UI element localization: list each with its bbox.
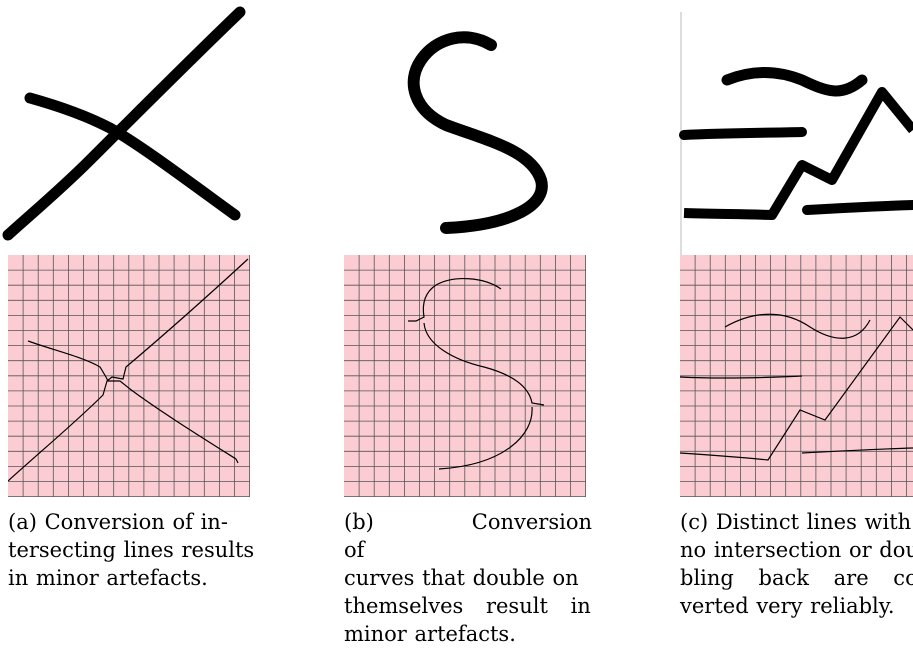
- drawn-stroke: [721, 67, 868, 97]
- converted-stroke: [423, 322, 545, 406]
- caption-line: tersecting lines results: [8, 538, 255, 562]
- caption-line: in minor artefacts.: [8, 566, 208, 590]
- converted-stroke: [438, 406, 533, 470]
- figure-panel-a: (a) Conversion of in- tersecting lines r…: [0, 0, 260, 625]
- drawn-sketch-s: [407, 31, 548, 234]
- converted-stroke: [408, 278, 502, 322]
- drawn-stroke: [679, 127, 807, 140]
- drawn-stroke: [24, 92, 241, 221]
- caption-line: (b) Conversion of: [344, 510, 592, 562]
- converted-stroke: [724, 313, 871, 339]
- caption-a: (a) Conversion of in- tersecting lines r…: [8, 508, 256, 592]
- converted-stroke: [680, 375, 803, 379]
- converted-grid-x: [8, 255, 250, 497]
- converted-stroke: [680, 316, 913, 461]
- caption-b: (b) Conversion of curves that double on …: [344, 508, 592, 648]
- converted-stroke: [801, 447, 913, 454]
- caption-c: (c) Distinct lines with no intersection …: [680, 508, 913, 620]
- converted-grid-s: [344, 255, 586, 497]
- converted-stroke: [8, 258, 249, 482]
- drawn-stroke: [2, 6, 246, 241]
- caption-line: curves that double on: [344, 566, 579, 590]
- drawn-sketch-x: [2, 6, 246, 241]
- drawn-stroke: [407, 31, 548, 234]
- caption-line: no intersection or dou-: [680, 538, 913, 562]
- drawn-stroke: [802, 200, 913, 215]
- caption-line: verted very reliably.: [680, 594, 895, 618]
- caption-line: themselves result in: [344, 594, 591, 618]
- caption-line: (c) Distinct lines with: [680, 510, 912, 534]
- converted-grid-lines: [680, 255, 913, 497]
- caption-line: (a) Conversion of in-: [8, 510, 228, 534]
- figure-panel-c: (c) Distinct lines with no intersection …: [672, 0, 913, 625]
- converted-stroke: [27, 340, 239, 464]
- drawn-stroke: [683, 87, 913, 220]
- figure-panel-b: (b) Conversion of curves that double on …: [336, 0, 596, 646]
- drawn-sketch-lines: [679, 12, 913, 255]
- caption-line: minor artefacts.: [344, 622, 516, 646]
- caption-line: bling back are con-: [680, 566, 913, 590]
